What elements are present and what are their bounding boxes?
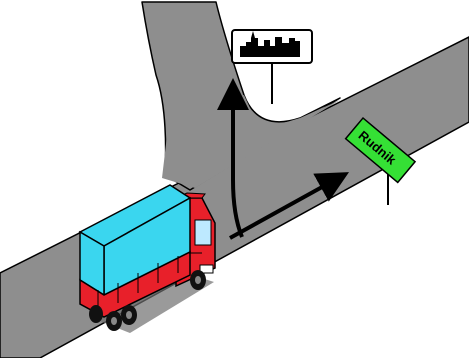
truck-window xyxy=(195,220,211,245)
wheel xyxy=(89,305,103,323)
